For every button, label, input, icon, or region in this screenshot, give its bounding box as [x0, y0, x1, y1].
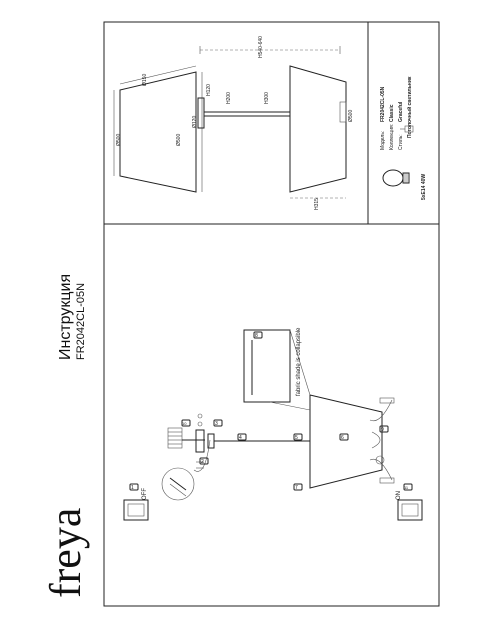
svg-text:10: 10	[182, 421, 187, 426]
front-view-drawing	[197, 46, 347, 199]
switch-off-label: OFF	[142, 488, 148, 500]
svg-text:5: 5	[295, 435, 298, 441]
title-block: Инструкция FR2042CL-05N	[57, 274, 87, 360]
page-frame	[103, 21, 440, 607]
ceiling-plate	[197, 97, 205, 129]
spec-block: Модель: FR2042CL-05N Коллекция: Classic …	[380, 76, 413, 150]
step-8	[253, 331, 263, 339]
collapsible-note: fabric shade is collapsible	[296, 327, 302, 396]
spec-collection-label: Коллекция:	[389, 124, 395, 150]
wiring-detail	[161, 467, 195, 501]
step-2	[199, 457, 209, 465]
spec-style-value: Graceful	[398, 101, 404, 122]
side-shade	[119, 71, 197, 193]
dim-front-total: H540-640	[258, 36, 264, 58]
assembly-drawing	[123, 329, 423, 521]
svg-text:11: 11	[404, 485, 409, 490]
dim-front-shade: H315	[314, 198, 320, 210]
svg-text:3: 3	[215, 421, 218, 427]
step-5	[293, 433, 303, 441]
spec-model-value: FR2042CL-05N	[380, 86, 386, 122]
svg-text:1: 1	[131, 485, 134, 491]
side-view-drawing	[113, 65, 203, 193]
callout-box	[243, 329, 291, 403]
dim-side-d2: Ø500	[176, 134, 182, 146]
step-1	[129, 483, 139, 491]
assembly-shade	[309, 394, 383, 489]
dim-side-d1: Ø500	[116, 134, 122, 146]
step-markers: 1 2 3 4 5 6 7 8 9 10 11	[129, 331, 413, 491]
model-code: FR2042CL-05N	[75, 283, 87, 360]
dim-front-h3: H300	[264, 92, 270, 104]
bulb-icon	[382, 169, 410, 187]
svg-text:9: 9	[381, 427, 384, 433]
dim-side-top: Ø150	[142, 74, 148, 86]
ceiling-hatch	[167, 427, 183, 449]
page-title: Инструкция	[57, 274, 74, 360]
spec-type-value: Потолочный светильник	[406, 76, 413, 138]
dim-front-top: Ø500	[348, 110, 354, 122]
dim-front-base: Ø120	[192, 116, 198, 128]
dim-front-h2: H200	[226, 92, 232, 104]
mounting-plate	[195, 429, 205, 453]
dim-front-h1: H120	[206, 84, 212, 96]
svg-text:8: 8	[255, 333, 258, 339]
switch-off-box	[123, 499, 149, 521]
switch-on-box	[397, 499, 423, 521]
brand-logo: freya	[41, 508, 90, 598]
logo-text: freya	[41, 508, 90, 598]
spec-style-label: Стиль:	[398, 134, 404, 150]
switch-on-label: ON	[396, 491, 402, 500]
svg-text:2: 2	[201, 459, 204, 465]
step-6	[339, 433, 349, 441]
step-3	[213, 419, 223, 427]
step-7	[293, 483, 303, 491]
step-9	[379, 425, 389, 433]
spec-model-label: Модель:	[380, 131, 386, 150]
svg-text:6: 6	[341, 435, 344, 441]
step-4	[237, 433, 247, 441]
spec-collection-value: Classic	[389, 104, 395, 122]
svg-text:7: 7	[295, 485, 298, 491]
front-shade	[289, 65, 347, 193]
step-11	[403, 483, 413, 491]
bulb-spec: 5xE14 40W	[421, 174, 427, 200]
step-10	[181, 419, 191, 427]
svg-text:4: 4	[239, 435, 242, 441]
